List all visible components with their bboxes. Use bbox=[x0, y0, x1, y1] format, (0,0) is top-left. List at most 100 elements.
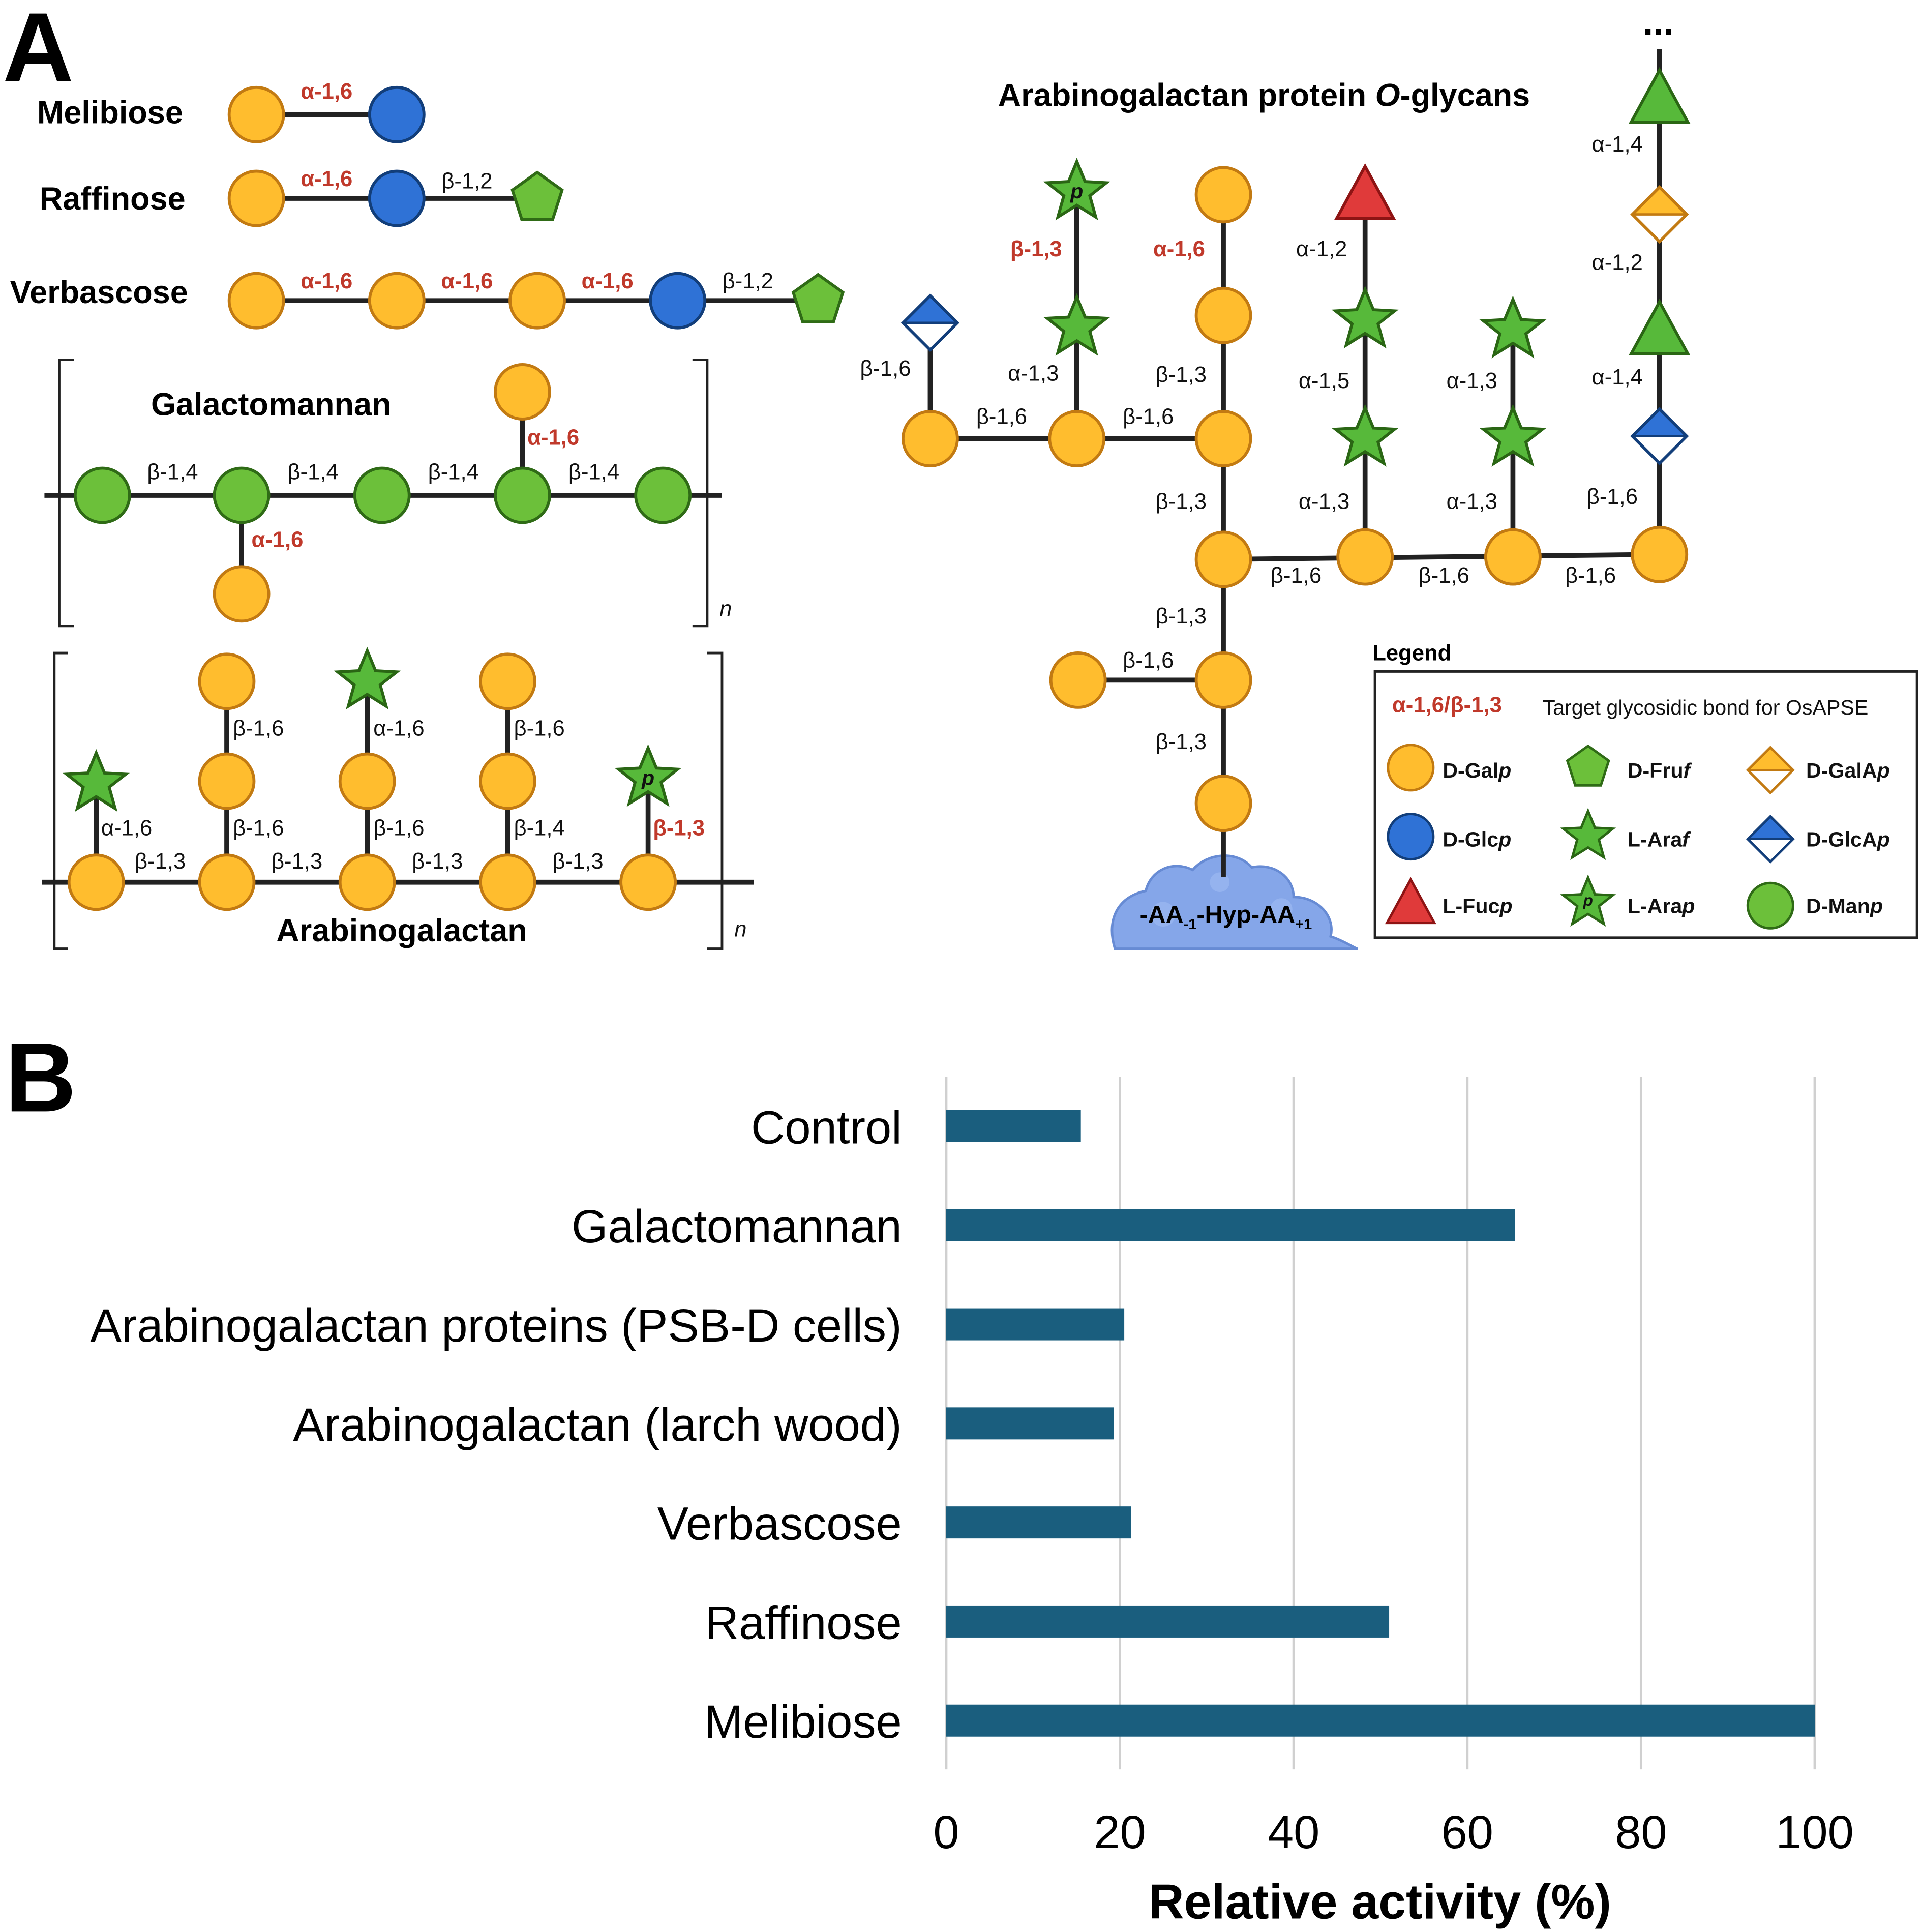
agp-bond-label: α-1,3 bbox=[1299, 490, 1349, 514]
bar bbox=[946, 1308, 1125, 1341]
raffinose-structure: Raffinose α-1,6 β-1,2 bbox=[40, 167, 562, 226]
galactose-icon bbox=[340, 754, 395, 809]
fructose-icon bbox=[793, 275, 843, 322]
fucose-icon bbox=[1337, 166, 1394, 218]
panel-a-letter: A bbox=[3, 0, 74, 103]
verbascose-structure: Verbascose α-1,6 α-1,6 α-1,6 β-1,2 bbox=[10, 269, 843, 328]
galactose-icon bbox=[1196, 776, 1251, 830]
x-tick-label: 0 bbox=[933, 1806, 959, 1858]
x-tick-label: 40 bbox=[1268, 1806, 1319, 1858]
legend-label: D-GlcAp bbox=[1806, 827, 1890, 851]
arabinogalactan-repeat-n: n bbox=[734, 917, 746, 941]
agp-bond-label: α-1,3 bbox=[1447, 490, 1497, 514]
rhamnose-icon bbox=[1631, 70, 1688, 122]
verbascose-bond1-label: α-1,6 bbox=[301, 269, 352, 293]
galactose-icon bbox=[1338, 530, 1392, 584]
galactose-icon bbox=[229, 171, 284, 226]
melibiose-bond-label: α-1,6 bbox=[301, 79, 352, 104]
raffinose-bond2-label: β-1,2 bbox=[441, 169, 492, 194]
arabinogalactan-b2-up-label: β-1,6 bbox=[233, 716, 284, 740]
legend-label: D-Manp bbox=[1806, 894, 1883, 917]
category-label: Melibiose bbox=[704, 1696, 902, 1748]
mannose-icon bbox=[636, 468, 690, 522]
legend-title: Legend bbox=[1372, 641, 1451, 666]
agp-bond-label: β-1,6 bbox=[1565, 563, 1616, 588]
agp-title: Arabinogalactan protein O-glycans bbox=[998, 77, 1530, 113]
fructose-icon bbox=[513, 172, 562, 220]
galactose-icon bbox=[510, 274, 564, 328]
agp-o-glycan-structure: Arabinogalactan protein O-glycans ... -A… bbox=[860, 2, 1688, 950]
arabinogalactan-b2-low-label: β-1,6 bbox=[233, 816, 284, 841]
galactose-icon bbox=[481, 654, 535, 708]
legend-label: L-Arap bbox=[1628, 894, 1695, 917]
melibiose-structure: Melibiose α-1,6 bbox=[37, 79, 424, 142]
galactose-icon bbox=[1486, 530, 1540, 584]
galactose-icon bbox=[1632, 527, 1687, 582]
glucose-icon bbox=[650, 274, 705, 328]
x-tick-label: 80 bbox=[1615, 1806, 1667, 1858]
bar bbox=[946, 1407, 1114, 1440]
arabinogalactan-b4-up-label: β-1,6 bbox=[514, 716, 565, 740]
galactose-icon bbox=[1388, 745, 1433, 790]
arabinogalactan-structure: n p Arabinogalactan β-1,3 β-1,3 β-1,3 bbox=[42, 650, 754, 950]
galactose-icon bbox=[340, 855, 395, 909]
arabinogalactan-b3-up-label: α-1,6 bbox=[373, 716, 424, 740]
arabinogalactan-bb1-label: β-1,3 bbox=[135, 849, 186, 874]
agp-bond-label: α-1,3 bbox=[1008, 362, 1059, 386]
verbascose-bond2-label: α-1,6 bbox=[441, 269, 493, 293]
galactose-icon bbox=[495, 365, 550, 419]
galactose-icon bbox=[69, 855, 124, 909]
galactose-icon bbox=[903, 411, 957, 466]
galactose-icon bbox=[1196, 288, 1251, 343]
agp-bond-label: β-1,3 bbox=[1156, 604, 1207, 629]
mannose-icon bbox=[75, 468, 130, 522]
galactose-icon bbox=[370, 274, 424, 328]
galactose-icon bbox=[1196, 167, 1251, 222]
agp-bond-label: β-1,3 bbox=[1156, 363, 1207, 387]
galactomannan-repeat-n: n bbox=[719, 597, 732, 621]
agp-ellipsis: ... bbox=[1643, 2, 1674, 43]
agp-bond-label: β-1,3 bbox=[1010, 237, 1062, 261]
glucuronic-acid-icon bbox=[903, 295, 957, 350]
legend: Legend α-1,6/β-1,3 Target glycosidic bon… bbox=[1372, 641, 1918, 939]
agp-bond-label: α-1,4 bbox=[1591, 365, 1642, 390]
agp-bond-label: β-1,6 bbox=[976, 404, 1027, 429]
galactose-icon bbox=[1196, 411, 1251, 466]
agp-bond-label: α-1,4 bbox=[1591, 132, 1642, 157]
category-label: Raffinose bbox=[705, 1596, 902, 1649]
legend-target-text: Target glycosidic bond for OsAPSE bbox=[1543, 696, 1869, 719]
galactomannan-bond4-label: β-1,4 bbox=[568, 460, 619, 484]
x-tick-label: 20 bbox=[1094, 1806, 1146, 1858]
galactomannan-bond1-label: β-1,4 bbox=[147, 460, 198, 484]
category-label: Galactomannan bbox=[572, 1200, 902, 1253]
galactose-icon bbox=[1196, 653, 1251, 707]
galactose-icon bbox=[1051, 653, 1105, 707]
galactose-icon bbox=[1196, 532, 1251, 586]
raffinose-bond1-label: α-1,6 bbox=[301, 167, 352, 191]
bar bbox=[946, 1110, 1081, 1142]
galactose-icon bbox=[229, 274, 284, 328]
panel-b-letter: B bbox=[5, 1023, 76, 1133]
legend-label: D-Galp bbox=[1443, 759, 1511, 782]
melibiose-label: Melibiose bbox=[37, 95, 183, 130]
verbascose-bond4-label: β-1,2 bbox=[723, 269, 773, 293]
raffinose-label: Raffinose bbox=[40, 181, 186, 217]
arabinogalactan-bb4-label: β-1,3 bbox=[552, 849, 603, 874]
bar bbox=[946, 1209, 1515, 1241]
galactose-icon bbox=[481, 855, 535, 909]
galactomannan-structure: n Galactomannan β-1,4 β-1,4 β-1,4 β-1,4 … bbox=[44, 359, 732, 628]
arabinogalactan-b5-label: β-1,3 bbox=[653, 816, 705, 841]
category-label: Arabinogalactan proteins (PSB-D cells) bbox=[90, 1299, 902, 1352]
bar bbox=[946, 1605, 1390, 1638]
galactomannan-bond2-label: β-1,4 bbox=[287, 460, 338, 484]
category-label: Verbascose bbox=[657, 1498, 902, 1550]
legend-label: L-Fucp bbox=[1443, 894, 1512, 917]
rhamnose-icon bbox=[1631, 302, 1688, 353]
arabinogalactan-b4-low-label: β-1,4 bbox=[514, 816, 565, 841]
agp-bond-label: β-1,3 bbox=[1156, 490, 1207, 514]
galactose-icon bbox=[199, 754, 254, 809]
agp-bond-label: β-1,6 bbox=[1123, 404, 1174, 429]
chart-bars bbox=[946, 1110, 1815, 1737]
